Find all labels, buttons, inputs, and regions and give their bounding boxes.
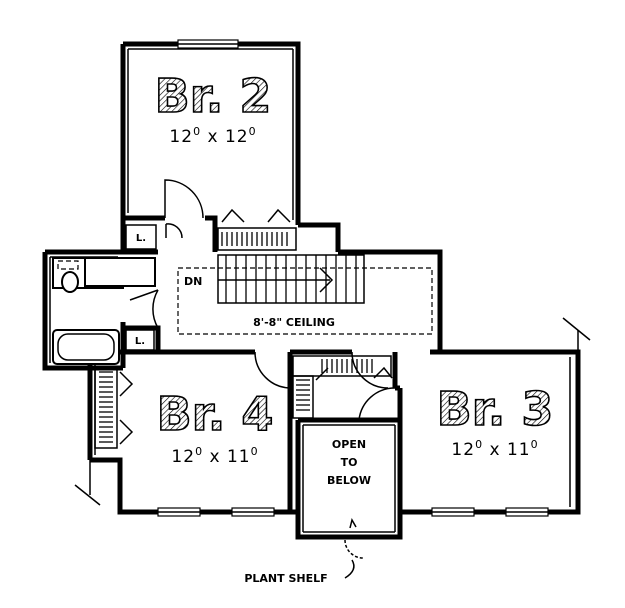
room-size-br2: 120 x 120 — [169, 125, 256, 147]
open-to-below-line2: TO — [341, 456, 358, 469]
room-name-br4: Br. 4 — [157, 387, 274, 441]
stairs — [217, 254, 365, 304]
open-to-below-line3: BELOW — [327, 474, 371, 487]
linen-closets — [125, 224, 157, 351]
room-name-br3: Br. 3 — [437, 382, 554, 436]
room-name-br2: Br. 2 — [155, 69, 272, 123]
windows — [157, 39, 549, 517]
walls — [42, 41, 581, 540]
plant-shelf-leader — [344, 559, 355, 579]
room-br3: Br. 3 120 x 110 — [436, 381, 554, 460]
stair-down-label: DN — [184, 275, 202, 288]
room-br2: Br. 2 120 x 120 — [154, 68, 272, 147]
linen-label-upper: L. — [136, 233, 146, 244]
ceiling-height-label: 8'-8" CEILING — [253, 316, 335, 329]
bathroom-fixtures — [52, 257, 156, 365]
room-br4: Br. 4 120 x 110 — [156, 386, 274, 467]
open-to-below-line1: OPEN — [332, 438, 366, 451]
closets — [94, 208, 393, 449]
room-size-br4: 120 x 110 — [171, 445, 258, 467]
plant-shelf-label: PLANT SHELF — [244, 572, 327, 585]
room-size-br3: 120 x 110 — [451, 438, 538, 460]
doors — [129, 179, 396, 559]
linen-label-lower: L. — [135, 336, 145, 347]
open-to-below: OPEN TO BELOW — [327, 438, 371, 487]
